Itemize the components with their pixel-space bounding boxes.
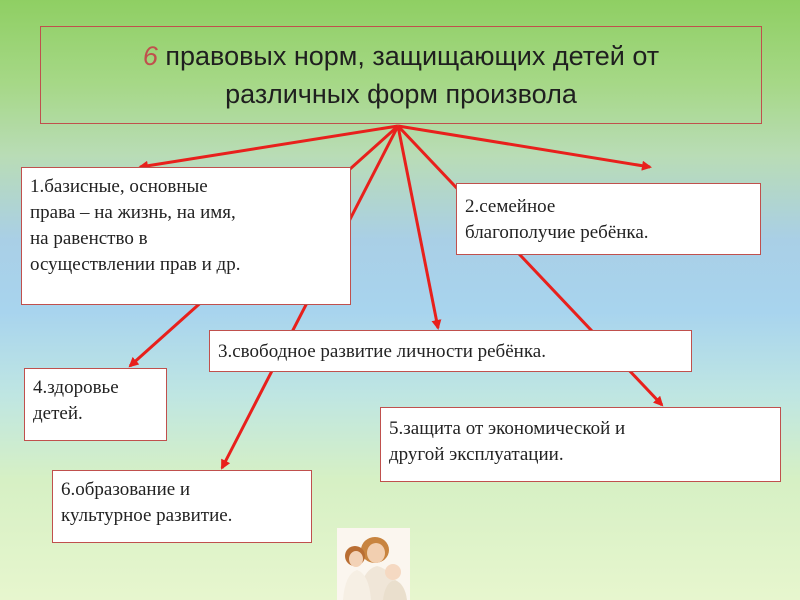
node-6-line-1: 6.образование и [61,479,191,500]
node-exploitation-protection: 5.защита от экономической и другой экспл… [380,407,781,482]
node-free-development: 3.свободное развитие личности ребёнка. [209,330,692,372]
mother-and-children-photo [337,528,410,600]
node-3-line-1: 3.свободное развитие личности ребёнка. [218,341,546,362]
node-5-line-2: другой эксплуатации. [389,444,564,465]
title-line-2: различных форм произвола [225,79,577,109]
node-education-culture: 6.образование и культурное развитие. [52,470,312,543]
node-2-line-1: 2.семейное [465,196,556,217]
node-family-wellbeing: 2.семейное благополучие ребёнка. [456,183,761,255]
node-4-line-1: 4.здоровье [33,377,119,398]
node-1-line-1: 1.базисные, основные [30,176,208,197]
diagram-title: 6 правовых норм, защищающих детей от раз… [40,26,762,124]
title-line-1: правовых норм, защищающих детей от [157,41,660,71]
node-4-line-2: детей. [33,403,83,424]
node-5-line-1: 5.защита от экономической и [389,418,626,439]
node-basic-rights: 1.базисные, основные права – на жизнь, н… [21,167,351,305]
node-1-line-3: на равенство в [30,228,148,249]
arrow-to-node-1 [138,124,399,171]
arrow-to-node-3 [396,125,442,330]
node-6-line-2: культурное развитие. [61,505,233,526]
node-1-line-4: осуществлении прав и др. [30,254,241,275]
node-1-line-2: права – на жизнь, на имя, [30,202,236,223]
title-number: 6 [142,41,158,71]
arrow-to-node-2 [397,124,652,171]
node-children-health: 4.здоровье детей. [24,368,167,441]
node-2-line-2: благополучие ребёнка. [465,222,649,243]
